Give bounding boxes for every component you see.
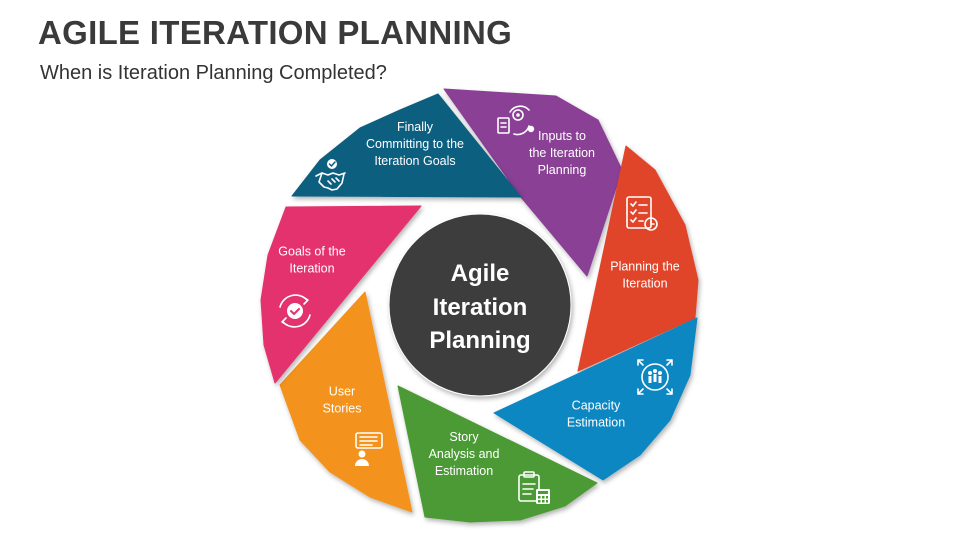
target-cycle-icon [279,294,311,328]
segment-label-planning-line-1: Planning the [610,260,680,274]
center-label-line-3: Planning [429,327,530,354]
segment-label-committing-line-2: Committing to the [366,137,464,151]
gear-document-icon [497,105,535,136]
segment-label-story-analysis-line-1: Story [449,430,479,444]
page-subtitle: When is Iteration Planning Completed? [40,62,387,84]
team-expand-icon [637,359,673,395]
segment-label-user-stories-line-2: Stories [323,402,362,416]
segment-label-user-stories-line-1: User [329,385,355,399]
segment-shape-user-stories [279,291,413,513]
segment-shape-committing [291,93,522,198]
segment-shape-story-analysis [397,385,598,523]
segment-label-inputs-line-3: Planning [538,163,587,177]
center-label-line-2: Iteration [433,294,528,321]
page-title: AGILE ITERATION PLANNING [38,14,513,51]
segment-label-inputs-line-2: the Iteration [529,146,595,160]
segment-shape-planning [577,145,699,372]
user-chat-icon [355,432,383,466]
center-circle: Agile Iteration Planning [388,213,572,397]
segment-label-story-analysis-line-3: Estimation [435,464,493,478]
segment-label-committing-line-1: Finally [397,120,434,134]
center-label-line-1: Agile [451,260,510,287]
segment-label-planning-line-2: Iteration [622,277,667,291]
checklist-clock-icon [626,196,658,231]
segment-label-committing-line-3: Iteration Goals [374,154,455,168]
segment-label-capacity-line-2: Estimation [567,416,625,430]
segment-shape-goals [260,205,422,384]
clipboard-calculator-icon [518,471,550,504]
segment-shape-capacity [493,317,698,481]
segment-label-goals-line-1: Goals of the [278,245,345,259]
segment-label-inputs-line-1: Inputs to [538,129,586,143]
segment-label-capacity-line-1: Capacity [572,399,621,413]
handshake-check-icon [315,159,346,191]
segment-label-goals-line-2: Iteration [289,262,334,276]
segment-label-story-analysis-line-2: Analysis and [429,447,500,461]
